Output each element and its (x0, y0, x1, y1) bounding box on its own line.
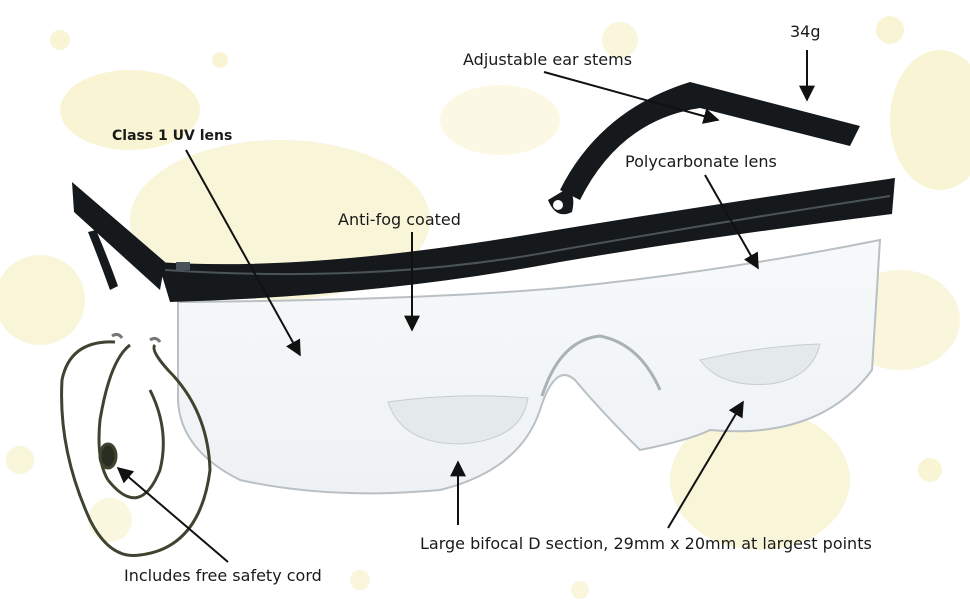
label-ear-stems: Adjustable ear stems (463, 50, 633, 69)
label-polycarbonate: Polycarbonate lens (625, 152, 777, 171)
arrow-uv-lens (185, 149, 301, 357)
label-weight: 34g (790, 22, 821, 41)
paint-splashes (0, 16, 970, 599)
label-uv-lens: Class 1 UV lens (112, 128, 233, 144)
arrow-ear-stems (543, 71, 720, 124)
arrow-bifocal-right (667, 400, 744, 529)
arrow-polycarbonate (704, 174, 759, 270)
arrow-cord (116, 466, 229, 563)
callout-arrows (116, 50, 815, 563)
label-bifocal: Large bifocal D section, 29mm x 20mm at … (420, 534, 872, 553)
safety-cord-icon (60, 332, 212, 558)
label-anti-fog: Anti-fog coated (338, 210, 461, 229)
safety-glasses-icon (72, 82, 895, 495)
label-cord: Includes free safety cord (124, 566, 322, 585)
